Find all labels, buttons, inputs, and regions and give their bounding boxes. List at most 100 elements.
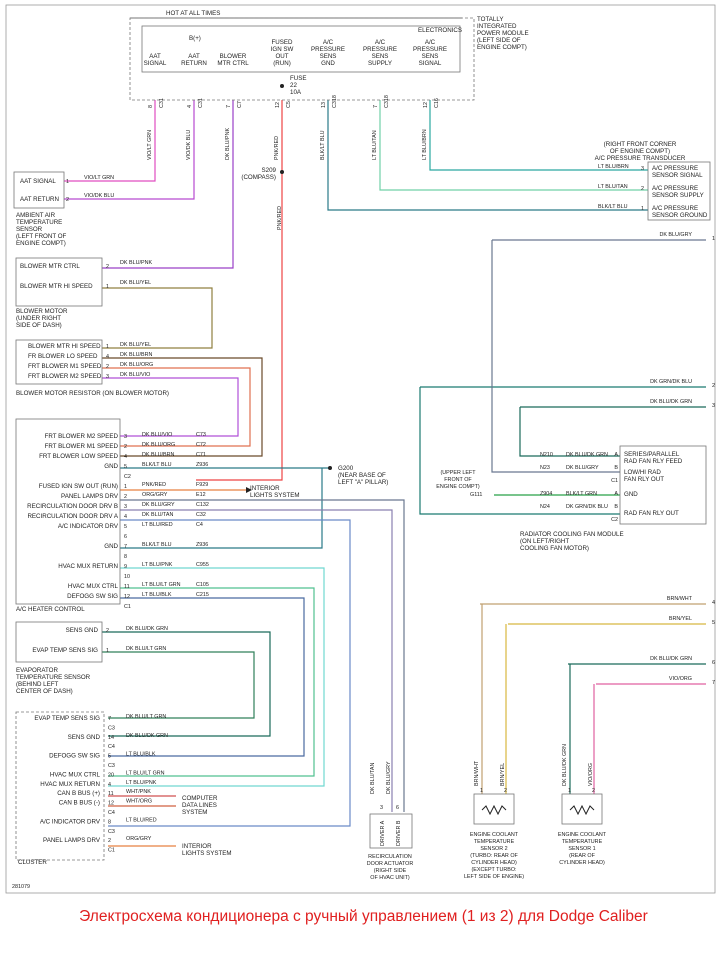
diagram-caption: Электросхема кондиционера с ручный управ…	[79, 908, 648, 925]
evap-wire-color: DK BLU/DK GRN	[126, 626, 168, 632]
hvac-wire-color: DK BLU/GRY	[142, 502, 175, 508]
rad-circuit-id: Z904	[540, 491, 552, 497]
rad-pin-name: RAD FAN RLY OUT	[624, 510, 679, 517]
vertical-wire-color: VIO/LT GRN	[147, 130, 153, 160]
wire-dk-blu-vio	[102, 377, 239, 437]
hvac-circuit-id: Z936	[196, 462, 208, 468]
hvac-pin-name: GND	[104, 463, 118, 470]
transducer-pin-name: A/C PRESSURE	[652, 185, 698, 192]
fuse-label: FUSE	[290, 75, 307, 82]
fuse-label: 22	[290, 82, 297, 89]
diagram-frame	[5, 4, 716, 894]
radiator-fan-module-title: (ON LEFT/RIGHT	[520, 538, 569, 545]
fuse-label: 10A	[290, 89, 302, 96]
hvac-circuit-id: C71	[196, 452, 206, 458]
blower-motor-description: SIDE OF DASH)	[16, 322, 62, 329]
tipm-pin-number: 7	[373, 105, 379, 108]
cluster-pin-name: CAN B BUS (+)	[57, 790, 100, 797]
hvac-pin-name: PANEL LAMPS DRV	[61, 493, 119, 500]
resistor-description: BLOWER MOTOR RESISTOR (ON BLOWER MOTOR)	[16, 390, 169, 397]
tipm-title: INTEGRATED	[477, 23, 517, 30]
hvac-wire-color: BLK/LT BLU	[142, 542, 172, 548]
resistor-wire-color: DK BLU/ORG	[120, 362, 153, 368]
interior-lights-target: LIGHTS SYSTEM	[250, 492, 300, 499]
transducer-pin-number: 1	[641, 206, 644, 212]
edge-connector-number: 4	[712, 600, 715, 606]
splice-s209-dot	[280, 170, 284, 174]
cluster-pin-number: 5	[108, 754, 111, 760]
ect-sensor-2-title: (TURBO: REAR OF	[470, 853, 518, 859]
cluster-wire-color: LT BLU/PNK	[126, 780, 157, 786]
aat-wire-color: VIO/DK BLU	[84, 193, 114, 199]
hvac-pin-name: FRT BLOWER M1 SPEED	[45, 443, 119, 450]
ect-sensor-1-title: CYLINDER HEAD)	[559, 860, 605, 866]
transducer-pin-name: SENSOR SIGNAL	[652, 172, 703, 179]
cluster-pin-name: PANEL LAMPS DRV	[43, 837, 101, 844]
ground-g200-icon	[328, 466, 332, 470]
splice-s209-note: (COMPASS)	[241, 174, 276, 181]
cluster-wire-color: WHT/PNK	[126, 789, 151, 795]
hvac-wire-color: LT BLU/BLK	[142, 592, 172, 598]
cluster-pin-number: C1	[108, 848, 115, 854]
hvac-wire-color: PNK/RED	[142, 482, 166, 488]
cluster-pin-name: CAN B BUS (-)	[59, 800, 100, 807]
transducer-wire-color: BLK/LT BLU	[598, 204, 628, 210]
cluster-pin-name: HVAC MUX RETURN	[40, 781, 100, 788]
cluster-pin-number: 11	[108, 791, 114, 797]
hvac-wire-color: DK BLU/BRN	[142, 452, 174, 458]
resistor-wire-color: DK BLU/BRN	[120, 352, 152, 358]
cluster-lamps-target: INTERIOR	[182, 843, 212, 850]
rad-circuit-id: N210	[540, 452, 553, 458]
interior-lights-target: INTERIOR	[250, 485, 280, 492]
label-layer: HOT AT ALL TIMESB(+)TOTALLYINTEGRATEDPOW…	[12, 10, 715, 890]
hvac-circuit-id: C4	[196, 522, 203, 528]
ect-sensor-2-title: ENGINE COOLANT	[470, 832, 519, 838]
tipm-pin-number: 13	[321, 102, 327, 108]
rad-pin-id: A	[614, 491, 618, 497]
tipm-column-label: BLOWER	[220, 53, 247, 60]
aat-pin-number: 1	[66, 179, 69, 185]
evap-sensor-description: TEMPERATURE SENSOR	[16, 674, 91, 681]
wire-dk-blu-dk-grn	[102, 631, 271, 737]
tipm-column-label: A/C	[323, 39, 334, 46]
transducer-box	[647, 161, 711, 221]
evap-sensor-description: EVAPORATOR	[16, 667, 58, 674]
wire-vio-dk-blu	[64, 100, 195, 200]
cluster-title: CLUSTER	[18, 859, 47, 866]
ground-g111-description: ENGINE COMPT)	[436, 484, 480, 490]
hvac-wire-color: LT BLU/PNK	[142, 562, 173, 568]
tipm-pin-number: 4	[187, 105, 193, 108]
wire-dk-blu-org	[102, 367, 251, 447]
hvac-wire-color: LT BLU/RED	[142, 522, 173, 528]
tipm-connector-id: C31	[198, 98, 204, 108]
aat-wire-color: VIO/LT GRN	[84, 175, 114, 181]
ect-wire-color: BRN/YEL	[500, 763, 506, 786]
ect-pin-number: 1	[568, 788, 571, 794]
recirc-actuator-title: RECIRCULATION	[368, 854, 412, 860]
aat-sensor-description: SENSOR	[16, 226, 43, 233]
hvac-pin-number: 7	[124, 544, 127, 550]
aat-pin-name: AAT RETURN	[20, 196, 59, 203]
wire-dk-blu-pnk	[102, 100, 234, 269]
aat-sensor-description: ENGINE COMPT)	[16, 240, 66, 247]
transducer-wire-color: LT BLU/BRN	[598, 164, 629, 170]
transducer-pin-number: 2	[641, 186, 644, 192]
edge-connector-wire-color: BRN/YEL	[669, 616, 692, 622]
tipm-connector-id: C16	[434, 98, 440, 108]
vertical-wire-color: PNK/RED	[274, 136, 280, 160]
hvac-pin-name: FRT BLOWER LOW SPEED	[39, 453, 118, 460]
cluster-pin-number: 20	[108, 772, 114, 778]
ect-sensor-1-title: (REAR OF	[569, 853, 595, 859]
vertical-wire-color: LT BLU/BRN	[422, 129, 428, 160]
wire-dk-blu-lt-grn	[102, 651, 255, 719]
recirc-pin-number: 3	[380, 805, 383, 811]
blower-motor-description: (UNDER RIGHT	[16, 315, 61, 322]
rad-pin-id: C2	[611, 517, 618, 523]
evap-pin-name: SENS GND	[66, 627, 99, 634]
radiator-fan-module-title: RADIATOR COOLING FAN MODULE	[520, 531, 624, 538]
thermistor-icon	[569, 804, 595, 816]
tipm-title: POWER MODULE	[477, 30, 529, 37]
tipm-column-label: GND	[321, 60, 335, 67]
wire-layer	[64, 100, 706, 847]
hvac-circuit-id: E12	[196, 492, 206, 498]
